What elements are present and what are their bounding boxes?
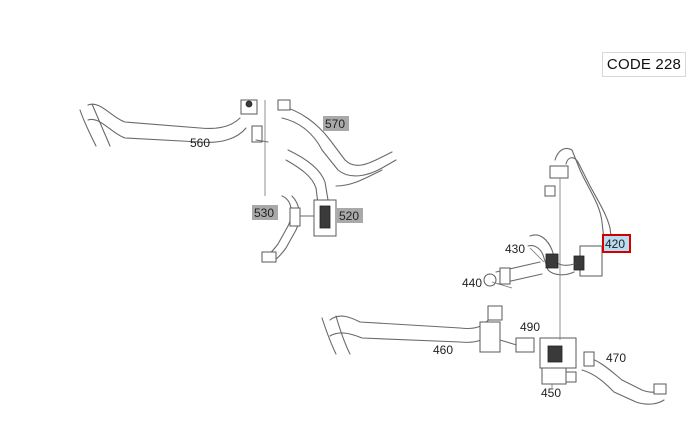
callout-560-label: 560 <box>190 136 210 150</box>
callout-420-highlight <box>602 234 631 253</box>
fitting-560 <box>251 125 263 143</box>
callout-520-shade <box>337 208 363 223</box>
callout-460-label: 460 <box>433 343 453 357</box>
callout-530-label: 530 <box>254 206 274 220</box>
callout-470[interactable]: 470 <box>606 351 626 365</box>
callout-570[interactable]: 570 <box>323 116 349 131</box>
valve-port-450 <box>565 371 577 383</box>
callout-530-shade <box>252 205 278 220</box>
callout-520[interactable]: 520 <box>337 208 363 223</box>
callout-460[interactable]: 460 <box>433 343 453 357</box>
callout-570-shade <box>323 116 349 131</box>
code-label: CODE 228 <box>606 56 682 73</box>
clip-420 <box>544 185 556 197</box>
hose-570 <box>277 99 397 205</box>
part-520 <box>299 199 337 237</box>
connector-420 <box>573 255 585 271</box>
callout-470-label: 470 <box>606 351 626 365</box>
part-450 <box>541 367 577 385</box>
clamp-470 <box>583 351 595 367</box>
connector-520 <box>319 205 331 229</box>
clamp-430 <box>545 253 559 269</box>
fitting-460 <box>479 321 501 353</box>
valve-base-450 <box>541 367 567 385</box>
callout-420[interactable]: 420 <box>602 234 631 253</box>
callout-520-label: 520 <box>339 209 359 223</box>
callout-490[interactable]: 490 <box>520 320 540 334</box>
hose-560 <box>79 99 269 147</box>
callout-490-label: 490 <box>520 320 540 334</box>
callout-440-label: 440 <box>462 276 482 290</box>
code-label-box: CODE 228 <box>602 52 686 77</box>
leader-lines <box>264 100 561 388</box>
end-530 <box>261 251 277 263</box>
callout-560[interactable]: 560 <box>190 136 210 150</box>
end-440 <box>499 267 511 285</box>
callout-420-label: 420 <box>605 237 625 251</box>
clamp-560-screw <box>245 100 253 108</box>
clamp-420-top <box>549 165 569 179</box>
callout-530[interactable]: 530 <box>252 205 278 220</box>
callout-440[interactable]: 440 <box>462 276 482 290</box>
clamp-530 <box>289 207 301 227</box>
hose-430 <box>527 234 575 276</box>
valve-490 <box>515 337 577 369</box>
callout-430-label: 430 <box>505 242 525 256</box>
callout-570-label: 570 <box>325 117 345 131</box>
hose-470 <box>581 351 667 405</box>
clamp-570 <box>277 99 291 111</box>
callout-450[interactable]: 450 <box>541 386 561 400</box>
hose-420 <box>544 147 613 277</box>
hose-460 <box>321 305 521 355</box>
hose-440 <box>483 261 543 287</box>
end-470 <box>653 383 667 395</box>
clamp-490 <box>515 337 535 353</box>
callout-450-label: 450 <box>541 386 561 400</box>
callout-430[interactable]: 430 <box>505 242 525 256</box>
clamp-460-top <box>487 305 503 321</box>
valve-core <box>547 345 563 363</box>
clamp-440 <box>483 273 497 287</box>
hose-530 <box>261 195 301 263</box>
